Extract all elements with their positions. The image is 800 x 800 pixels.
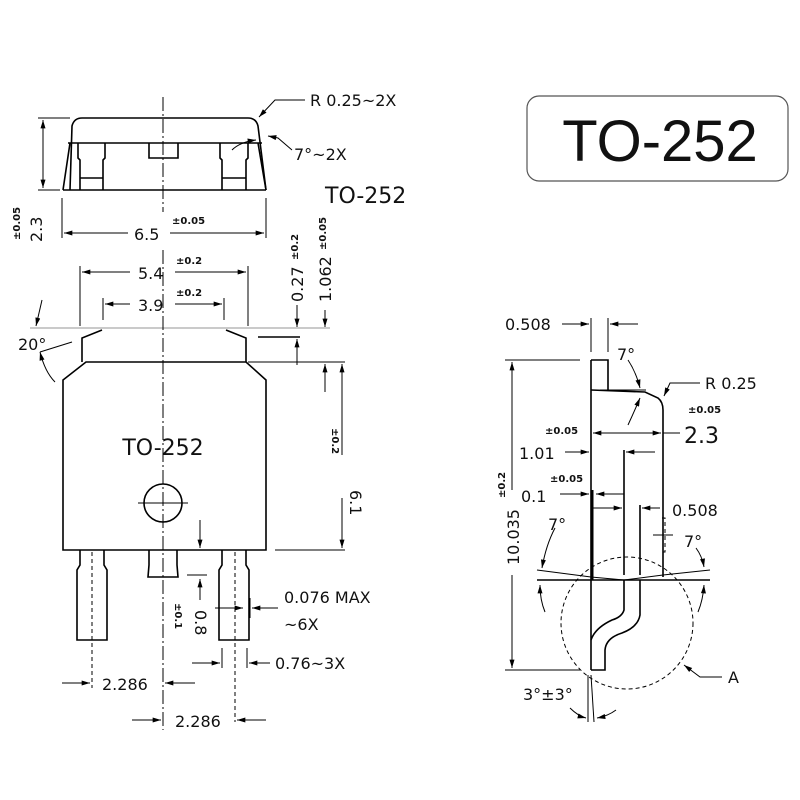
title-box-label: TO-252	[562, 109, 758, 174]
total-height: 10.035	[504, 509, 523, 565]
dim-027: 0.27	[288, 266, 307, 302]
stub-length-dim: 0.8	[191, 610, 210, 635]
side-angle-right: 7°	[684, 532, 702, 551]
top-package-label: TO-252	[324, 184, 406, 209]
top-angle-note: 7°~2X	[294, 145, 347, 164]
top-height-dim: 2.3	[27, 217, 46, 242]
body-height-dim: 6.1	[346, 490, 365, 515]
top-radius-note: R 0.25~2X	[310, 91, 396, 110]
total-height-tol: ±0.2	[497, 472, 508, 498]
side-thickness-tol: ±0.05	[688, 405, 721, 416]
dim-0508: 0.508	[672, 501, 718, 520]
side-thickness: 2.3	[684, 424, 719, 449]
front-view: TO-252 5.4 ±0.2 3.9 ±0.2 0.27 ±0.2 1.062…	[18, 217, 371, 731]
title-box: TO-252	[526, 95, 789, 182]
foot-angle: 3°±3°	[523, 685, 573, 704]
dim-101-tol: ±0.05	[545, 426, 578, 437]
front-package-label: TO-252	[121, 436, 203, 461]
angle-20: 20°	[18, 335, 46, 354]
tab-inner-width-dim: 3.9	[138, 296, 163, 315]
dim-01: 0.1	[521, 487, 546, 506]
detail-label: A	[728, 668, 739, 687]
top-width-dim: 6.5	[134, 225, 159, 244]
pitch-2: 2.286	[175, 712, 221, 731]
tab-inner-width-tol: ±0.2	[176, 288, 202, 299]
top-width-tol: ±0.05	[172, 216, 205, 227]
pitch-1: 2.286	[102, 675, 148, 694]
dim-01-tol: ±0.05	[550, 474, 583, 485]
dim-1062: 1.062	[316, 256, 335, 302]
side-radius: R 0.25	[705, 374, 757, 393]
top-height-tol: ±0.05	[12, 207, 23, 240]
tab-width-dim: 5.4	[138, 264, 163, 283]
tab-width-tol: ±0.2	[176, 256, 202, 267]
side-lead-top: 0.508	[505, 315, 551, 334]
body-height-tol: ±0.2	[329, 428, 340, 454]
lead-width: 0.76~3X	[275, 654, 345, 673]
top-view: 2.3 ±0.05 6.5 ±0.05 R 0.25~2X 7°~2X TO-2…	[12, 91, 406, 244]
lead-thickness: 0.076 MAX	[284, 588, 371, 607]
lead-thickness-count: ~6X	[284, 615, 319, 634]
dim-027-tol: ±0.2	[290, 234, 301, 260]
side-view: 0.508 7° R 0.25 2.3 ±0.05 1.01 ±0.05 0.1…	[497, 315, 757, 723]
side-angle-left: 7°	[548, 515, 566, 534]
stub-length-tol: ±0.1	[172, 603, 183, 629]
side-angle-top: 7°	[617, 345, 635, 364]
dim-101: 1.01	[519, 444, 555, 463]
dim-1062-tol: ±0.05	[318, 217, 329, 250]
